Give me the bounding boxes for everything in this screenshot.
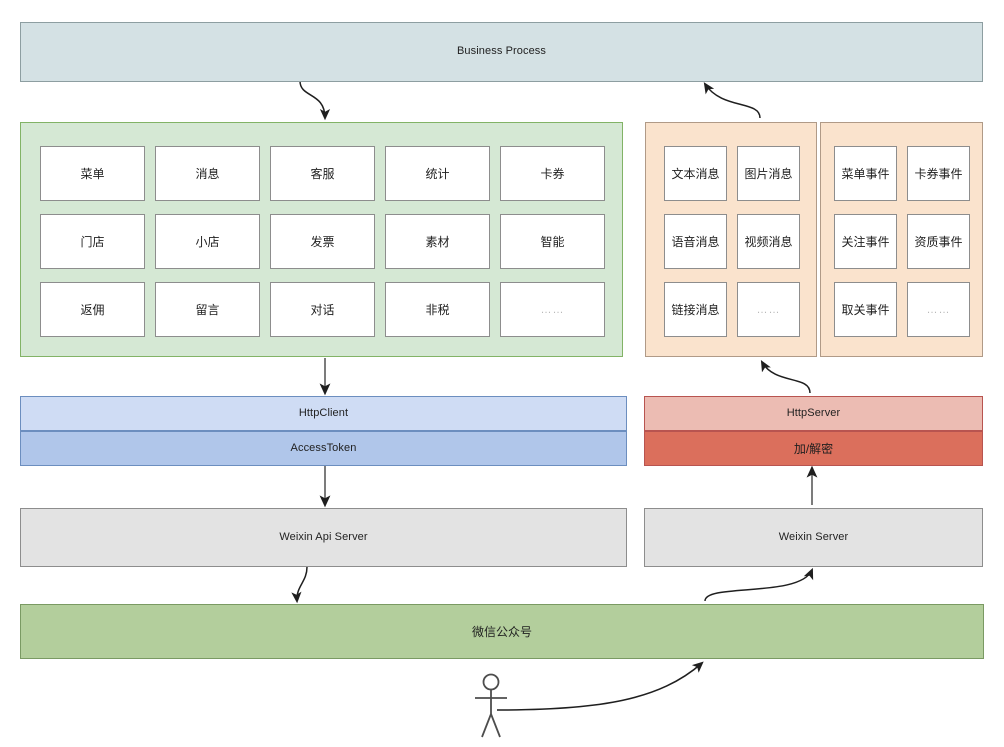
httpserver-label: HttpServer — [786, 406, 841, 419]
api-cell[interactable]: 统计 — [385, 146, 490, 201]
api-cell[interactable]: 留言 — [155, 282, 260, 337]
edge-message-to-business — [703, 82, 761, 119]
message-cell-label: 视频消息 — [744, 235, 793, 249]
event-cell-label: 关注事件 — [841, 235, 890, 249]
event-cell[interactable]: …… — [907, 282, 970, 337]
message-cell-label: 语音消息 — [671, 235, 720, 249]
api-cell[interactable]: 素材 — [385, 214, 490, 269]
event-cell[interactable]: 菜单事件 — [834, 146, 897, 201]
edge-business-to-api — [299, 80, 331, 121]
edge-httpserver-to-message — [760, 360, 811, 394]
event-cell-label: …… — [926, 303, 951, 316]
api-cell-label: 门店 — [80, 235, 105, 249]
api-cell-label: 客服 — [310, 167, 335, 181]
api-cell-label: 留言 — [195, 303, 220, 317]
message-cell[interactable]: 图片消息 — [737, 146, 800, 201]
message-cell-grid: 文本消息 图片消息 语音消息 视频消息 链接消息 …… — [664, 146, 800, 337]
business-process-box[interactable]: Business Process — [20, 22, 983, 82]
edge-account-to-weixinserver — [704, 567, 814, 602]
message-type-panel: 文本消息 图片消息 语音消息 视频消息 链接消息 …… — [645, 122, 817, 357]
api-cell-label: 卡券 — [540, 167, 565, 181]
event-cell[interactable]: 关注事件 — [834, 214, 897, 269]
official-account-label: 微信公众号 — [471, 625, 532, 639]
message-cell-label: 图片消息 — [744, 167, 793, 181]
api-capability-panel: 菜单 消息 客服 统计 卡券 门店 小店 发票 素材 智能 返佣 留言 对话 非… — [20, 122, 623, 357]
message-cell[interactable]: 文本消息 — [664, 146, 727, 201]
api-cell-label: 小店 — [195, 235, 220, 249]
api-cell-label: 返佣 — [80, 303, 105, 317]
event-cell-label: 菜单事件 — [841, 167, 890, 181]
event-cell-grid: 菜单事件 卡券事件 关注事件 资质事件 取关事件 …… — [834, 146, 970, 337]
httpclient-bar[interactable]: HttpClient — [20, 396, 627, 431]
api-cell-label: …… — [540, 303, 565, 316]
event-cell-label: 资质事件 — [914, 235, 963, 249]
message-cell-label: …… — [756, 303, 781, 316]
weixin-api-server-label: Weixin Api Server — [279, 530, 368, 543]
api-cell-label: 素材 — [425, 235, 450, 249]
api-cell-label: 消息 — [195, 167, 220, 181]
api-cell[interactable]: …… — [500, 282, 605, 337]
edge-actor-to-account — [496, 661, 704, 711]
api-cell[interactable]: 卡券 — [500, 146, 605, 201]
api-cell[interactable]: 小店 — [155, 214, 260, 269]
httpserver-bar[interactable]: HttpServer — [644, 396, 983, 431]
message-cell-label: 文本消息 — [671, 167, 720, 181]
api-cell-label: 非税 — [425, 303, 450, 317]
crypto-label: 加/解密 — [793, 442, 834, 456]
api-cell-label: 发票 — [310, 235, 335, 249]
api-cell-label: 统计 — [425, 167, 450, 181]
api-cell[interactable]: 菜单 — [40, 146, 145, 201]
event-cell[interactable]: 取关事件 — [834, 282, 897, 337]
accesstoken-label: AccessToken — [290, 441, 357, 454]
message-cell[interactable]: …… — [737, 282, 800, 337]
httpclient-label: HttpClient — [298, 406, 349, 419]
api-cell[interactable]: 对话 — [270, 282, 375, 337]
event-cell[interactable]: 卡券事件 — [907, 146, 970, 201]
api-cell[interactable]: 消息 — [155, 146, 260, 201]
actor-icon — [475, 673, 507, 738]
crypto-bar[interactable]: 加/解密 — [644, 431, 983, 466]
api-cell[interactable]: 客服 — [270, 146, 375, 201]
edge-apiserver-to-account — [291, 566, 308, 604]
event-cell[interactable]: 资质事件 — [907, 214, 970, 269]
api-cell-label: 对话 — [310, 303, 335, 317]
official-account-bar[interactable]: 微信公众号 — [20, 604, 984, 659]
event-cell-label: 卡券事件 — [914, 167, 963, 181]
api-cell[interactable]: 发票 — [270, 214, 375, 269]
api-cell[interactable]: 智能 — [500, 214, 605, 269]
weixin-server-box[interactable]: Weixin Server — [644, 508, 983, 567]
weixin-api-server-box[interactable]: Weixin Api Server — [20, 508, 627, 567]
message-cell[interactable]: 视频消息 — [737, 214, 800, 269]
api-cell-label: 智能 — [540, 235, 565, 249]
message-cell[interactable]: 语音消息 — [664, 214, 727, 269]
event-cell-label: 取关事件 — [841, 303, 890, 317]
message-cell-label: 链接消息 — [671, 303, 720, 317]
api-cell[interactable]: 返佣 — [40, 282, 145, 337]
event-type-panel: 菜单事件 卡券事件 关注事件 资质事件 取关事件 …… — [820, 122, 983, 357]
api-cell-label: 菜单 — [80, 167, 105, 181]
api-cell[interactable]: 门店 — [40, 214, 145, 269]
accesstoken-bar[interactable]: AccessToken — [20, 431, 627, 466]
message-cell[interactable]: 链接消息 — [664, 282, 727, 337]
api-cell[interactable]: 非税 — [385, 282, 490, 337]
weixin-server-label: Weixin Server — [778, 530, 849, 543]
api-cell-grid: 菜单 消息 客服 统计 卡券 门店 小店 发票 素材 智能 返佣 留言 对话 非… — [40, 146, 605, 337]
business-process-label: Business Process — [456, 45, 547, 58]
